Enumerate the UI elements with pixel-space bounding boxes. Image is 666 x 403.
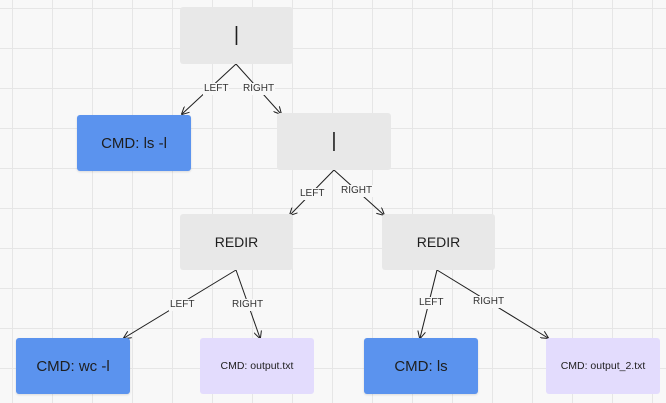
file-output-node[interactable]: CMD: output.txt	[200, 338, 314, 394]
edge-label-root-right: RIGHT	[242, 83, 276, 95]
edge-label-redir-right-right: RIGHT	[472, 296, 506, 308]
cmd-ls-l-node[interactable]: CMD: ls -l	[77, 115, 191, 171]
edge-label-inner-right: RIGHT	[340, 185, 374, 197]
edge-label-redir-right-left: LEFT	[418, 297, 445, 309]
edge-label-redir-left-left: LEFT	[169, 299, 196, 311]
edge-label-redir-left-right: RIGHT	[231, 299, 265, 311]
redir-right-node[interactable]: REDIR	[382, 214, 495, 270]
cmd-wc-l-node[interactable]: CMD: wc -l	[16, 338, 130, 394]
root-pipe-node[interactable]: |	[180, 7, 293, 64]
file-output-2-node[interactable]: CMD: output_2.txt	[546, 338, 660, 394]
redir-left-node[interactable]: REDIR	[180, 214, 293, 270]
cmd-ls-node[interactable]: CMD: ls	[364, 338, 478, 394]
inner-pipe-node[interactable]: |	[277, 113, 391, 170]
edge-label-inner-left: LEFT	[299, 188, 326, 200]
edge-label-root-left: LEFT	[203, 83, 230, 95]
